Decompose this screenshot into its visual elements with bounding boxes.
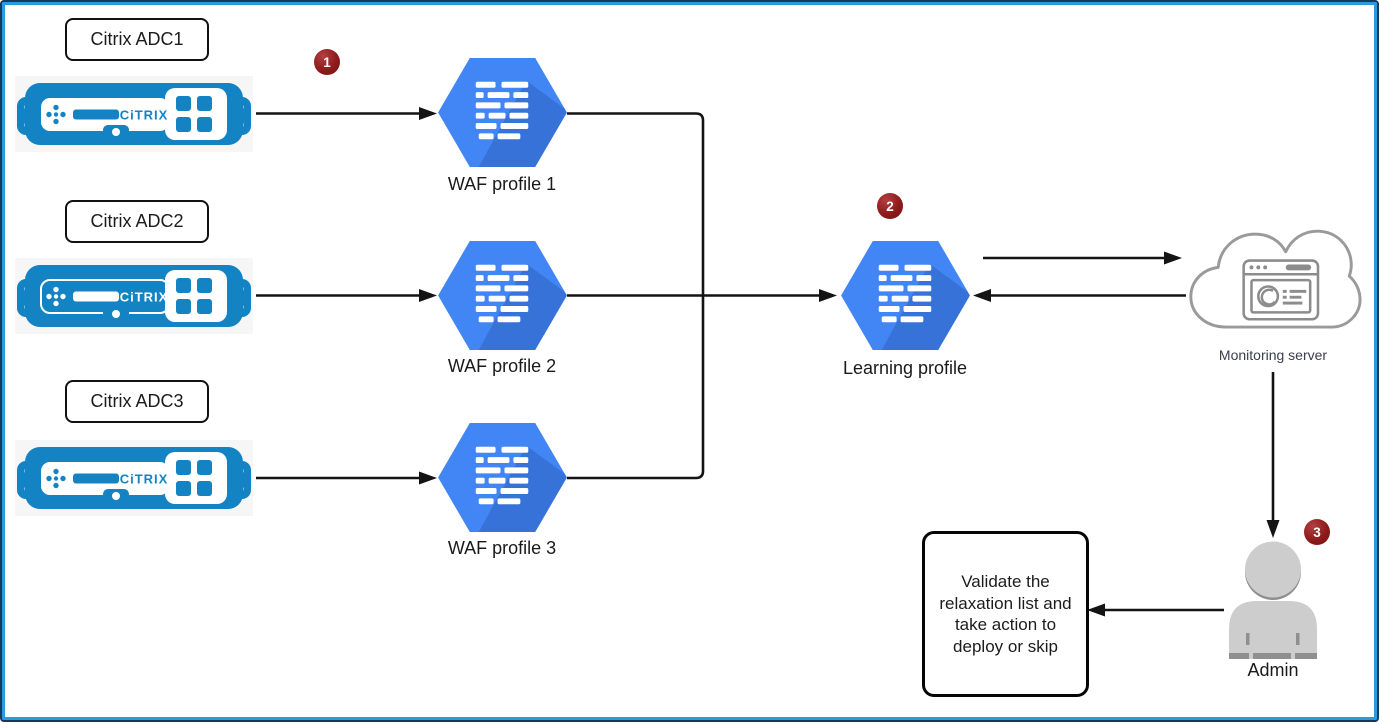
learning-profile-node — [840, 240, 971, 351]
validate-line-2: relaxation list and — [939, 593, 1072, 613]
citrix-adc2-label: Citrix ADC2 — [90, 211, 184, 231]
firewall-hexagon-icon — [437, 422, 568, 533]
citrix-adc3-appliance — [15, 440, 253, 516]
person-icon — [1229, 541, 1317, 659]
citrix-adc1-appliance — [15, 76, 253, 152]
arrowhead-adc1-waf1 — [419, 107, 437, 120]
waf-profile-3-label: WAF profile 3 — [447, 538, 557, 558]
waf-profile-3-node — [437, 422, 568, 533]
validate-box: Validate the relaxation list and take ac… — [922, 531, 1089, 697]
firewall-hexagon-icon — [437, 240, 568, 351]
step-badge-1: 1 — [314, 49, 340, 75]
validate-line-4: deploy or skip — [953, 636, 1058, 656]
waf-profile-2-node — [437, 240, 568, 351]
step-badge-2-number: 2 — [886, 198, 894, 214]
cloud-browser-icon — [1189, 229, 1362, 329]
arrowhead-junction-learning — [819, 289, 837, 302]
citrix-adc-appliance-icon — [15, 258, 253, 334]
citrix-adc3-box: Citrix ADC3 — [65, 380, 209, 423]
waf-profile-2-label: WAF profile 2 — [447, 356, 557, 376]
admin-node — [1227, 541, 1319, 659]
waf-profile-1-node — [437, 57, 568, 168]
validate-line-3: take action to — [954, 615, 1057, 634]
monitoring-server-node — [1183, 222, 1363, 348]
citrix-adc3-label: Citrix ADC3 — [90, 391, 184, 411]
citrix-adc1-label: Citrix ADC1 — [90, 29, 184, 49]
firewall-hexagon-icon — [437, 57, 568, 168]
arrowhead-adc2-waf2 — [419, 289, 437, 302]
citrix-adc2-box: Citrix ADC2 — [65, 200, 209, 243]
citrix-adc2-appliance — [15, 258, 253, 334]
step-badge-1-number: 1 — [323, 54, 331, 70]
firewall-hexagon-icon — [840, 240, 971, 351]
connector-waf3-junction — [567, 295, 705, 480]
arrowhead-admin-validate — [1087, 603, 1105, 617]
arrowhead-monitoring-admin — [1266, 520, 1280, 538]
waf-profile-1-label: WAF profile 1 — [447, 174, 557, 194]
arrowhead-monitoring-learning — [973, 289, 991, 302]
step-badge-3: 3 — [1304, 519, 1330, 545]
arrowhead-learning-monitoring — [1164, 251, 1182, 265]
step-badge-2: 2 — [877, 193, 903, 219]
citrix-adc1-box: Citrix ADC1 — [65, 18, 209, 61]
admin-label: Admin — [1247, 660, 1299, 680]
validate-line-1: Validate the — [961, 572, 1050, 591]
learning-profile-label: Learning profile — [842, 358, 968, 378]
citrix-adc-appliance-icon — [15, 440, 253, 516]
monitoring-server-label: Monitoring server — [1218, 347, 1328, 363]
arrowhead-adc3-waf3 — [419, 471, 437, 485]
connector-waf1-junction — [567, 112, 705, 296]
citrix-adc-appliance-icon — [15, 76, 253, 152]
step-badge-3-number: 3 — [1313, 524, 1321, 540]
